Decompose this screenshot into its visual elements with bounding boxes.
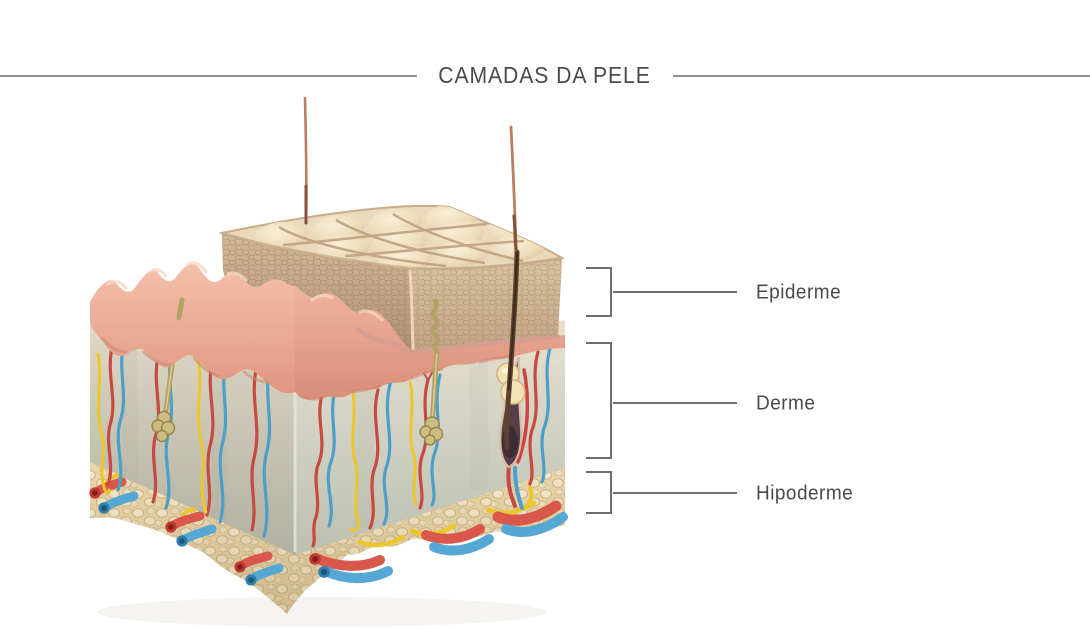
- skin-cross-section-illustration: [89, 96, 568, 627]
- papillary-dermis-layer: [90, 261, 565, 401]
- sweat-duct-left: [176, 297, 185, 321]
- title-rule-right: [672, 74, 1090, 77]
- label-epiderme: Epiderme: [756, 281, 842, 304]
- leader-hipoderme: [613, 492, 737, 494]
- hair-follicle: [496, 249, 530, 469]
- title-rule-left: [0, 74, 418, 77]
- deep-blood-vessels: [89, 473, 568, 586]
- label-hipoderme: Hipoderme: [756, 482, 854, 505]
- header: CAMADAS DA PELE: [0, 62, 1090, 89]
- leader-epiderme: [613, 291, 737, 293]
- page-title: CAMADAS DA PELE: [438, 62, 652, 88]
- leader-derme: [613, 402, 737, 404]
- ground-shadow: [97, 597, 547, 627]
- bracket-epiderme: [586, 267, 612, 317]
- bracket-derme: [586, 342, 612, 459]
- vessel-open-ends: [89, 487, 330, 586]
- sweat-duct-spiral: [430, 298, 440, 354]
- label-derme: Derme: [756, 392, 816, 415]
- dermal-nerves: [96, 352, 418, 532]
- bracket-hipoderme: [586, 471, 612, 514]
- hairs: [303, 96, 518, 252]
- dermo-epidermal-junction: [355, 327, 561, 355]
- sweat-gland-right: [419, 298, 444, 446]
- epidermis-block: [218, 204, 565, 352]
- epidermis-quilted-surface: [218, 204, 565, 271]
